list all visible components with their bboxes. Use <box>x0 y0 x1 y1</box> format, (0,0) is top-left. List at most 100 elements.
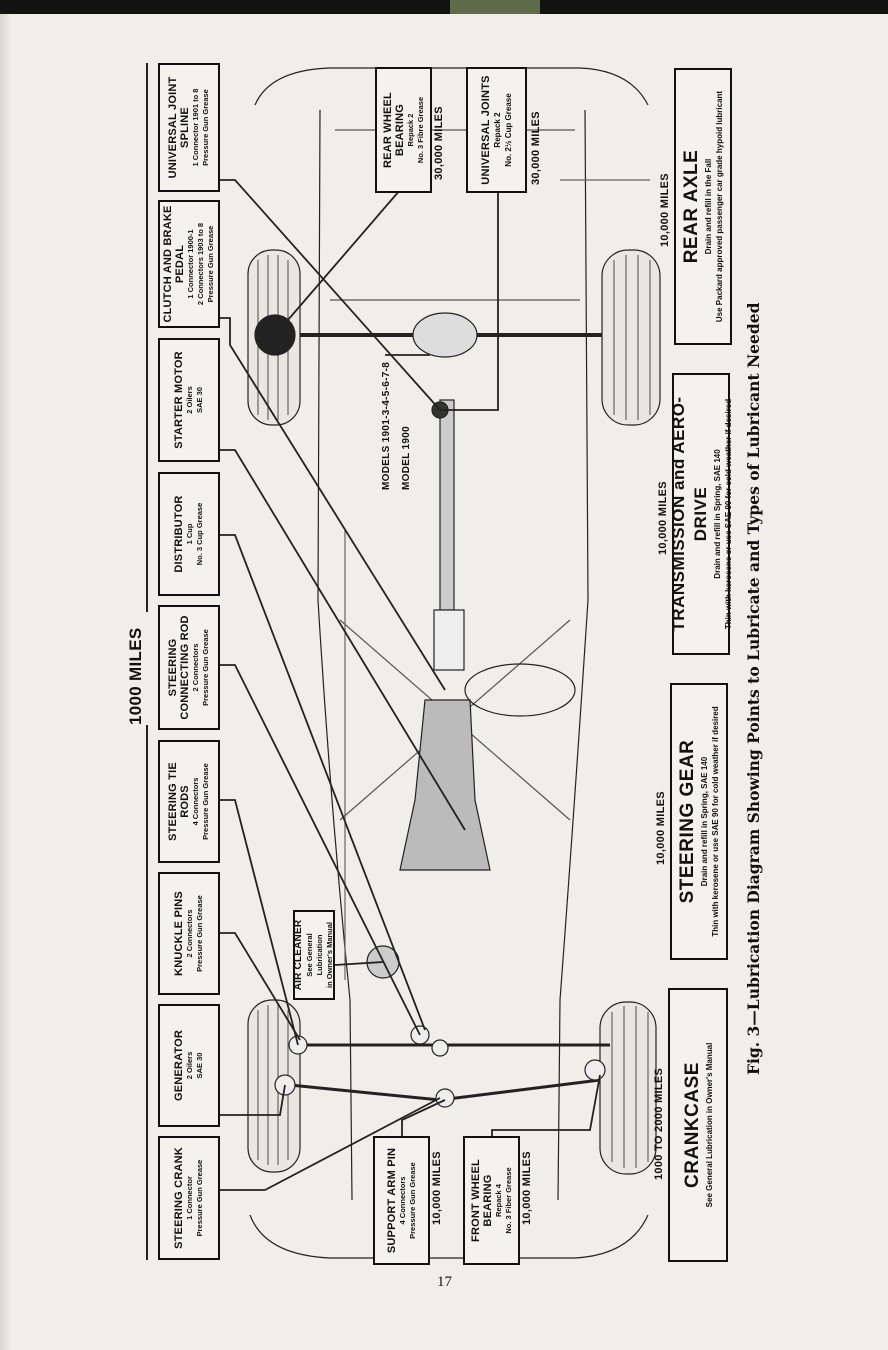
callout-title: DISTRIBUTOR <box>173 495 185 573</box>
callout-title: FRONT WHEEL BEARING <box>469 1159 494 1242</box>
models-label-a: MODELS 1901-3-4-5-6-7-8 <box>381 361 392 490</box>
callout-line: Pressure Gun Grease <box>201 763 210 840</box>
callout-line: See General Lubrication in Owner's Manua… <box>704 1042 714 1208</box>
callout-line: 4 Connectors <box>191 777 200 826</box>
frame-cross <box>330 129 580 821</box>
callout-title: STARTER MOTOR <box>173 351 185 449</box>
callout-title: STEERING CONNECTING ROD <box>167 615 191 720</box>
callout-title: REAR WHEEL BEARING <box>381 92 406 168</box>
steering-wheel <box>464 663 576 717</box>
callout-line: Pressure Gun Grease <box>407 1162 417 1239</box>
callout-generator: GENERATOR 2 Oilers SAE 30 <box>158 1004 220 1127</box>
callout-title: TRANSMISSION and AERO-DRIVE <box>669 396 710 632</box>
front-bumper <box>249 1214 649 1259</box>
frame-rail-left <box>317 109 353 1201</box>
callout-line: Pressure Gun Grease <box>201 89 210 166</box>
callout-line: Drain and refill in the Fall <box>704 158 713 255</box>
callout-line: Pressure Gun Grease <box>195 1159 204 1237</box>
callout-line: Drain and refill in Spring, SAE 140 <box>700 756 709 887</box>
support-arm-pin-miles: 10,000 MILES <box>431 1151 443 1225</box>
callout-universal-joint-spline: UNIVERSAL JOINT SPLINE 1 Connector 1901 … <box>158 63 220 192</box>
callout-title: STEERING TIE RODS <box>167 762 191 841</box>
callout-line: Thin with kerosene or use SAE 90 for col… <box>724 398 733 630</box>
scan-top-edge <box>0 0 888 14</box>
callout-support-arm-pin: SUPPORT ARM PIN 4 Connectors Pressure Gu… <box>373 1136 430 1265</box>
callout-starter-motor: STARTER MOTOR 2 Oilers SAE 30 <box>158 338 220 462</box>
callout-title: UNIVERSAL JOINTS <box>479 75 492 185</box>
leader-lines <box>220 179 601 1191</box>
figure-caption: Fig. 3—Lubrication Diagram Showing Point… <box>744 302 763 1075</box>
frame-rail-right <box>557 109 589 1201</box>
callout-title: CRANKCASE <box>681 1062 703 1188</box>
callout-steering-gear: STEERING GEAR Drain and refill in Spring… <box>670 683 728 960</box>
callout-line: SAE 30 <box>195 387 204 413</box>
callout-line: 2 Connectors 1903 to 8 <box>196 222 205 306</box>
callout-line: No. 3 Fibre Grease <box>415 96 425 164</box>
callout-rear-axle: REAR AXLE Drain and refill in the Fall U… <box>674 68 732 345</box>
rear-bumper <box>254 67 649 106</box>
differential <box>412 312 478 358</box>
callout-clutch-brake-pedal: CLUTCH AND BRAKE PEDAL 1 Connector 1900-… <box>158 200 220 328</box>
callout-steering-tie-rods: STEERING TIE RODS 4 Connectors Pressure … <box>158 740 220 863</box>
callout-title: AIR CLEANER <box>293 919 304 991</box>
callout-transmission-aero-drive: TRANSMISSION and AERO-DRIVE Drain and re… <box>669 373 733 655</box>
callout-title: SUPPORT ARM PIN <box>385 1147 398 1254</box>
callout-title: GENERATOR <box>173 1029 185 1102</box>
page-gutter <box>0 14 12 1350</box>
universal-joints-miles: 30,000 MILES <box>530 111 542 185</box>
callout-line: No. 3 Cup Grease <box>195 502 204 566</box>
callout-line: 2 Connectors <box>185 909 194 958</box>
callout-line: Pressure Gun Grease <box>195 895 204 972</box>
callout-line: 2 Oilers <box>185 386 194 414</box>
callout-line: in Owner's Manual <box>325 922 334 988</box>
exhaust <box>344 179 650 980</box>
callout-title: CLUTCH AND BRAKE PEDAL <box>162 205 186 323</box>
callout-title: STEERING CRANK <box>173 1147 185 1249</box>
scan-tint <box>450 0 540 14</box>
rear-axle-miles: 10,000 MILES <box>659 173 671 247</box>
callout-distributor: DISTRIBUTOR 1 Cup No. 3 Cup Grease <box>158 472 220 596</box>
callout-line: 2 Connectors <box>191 643 200 692</box>
callout-line: Repack 2 <box>405 113 415 147</box>
callout-steering-crank: STEERING CRANK 1 Connector Pressure Gun … <box>158 1136 220 1260</box>
callout-line: Repack 2 <box>492 112 502 148</box>
callout-air-cleaner: AIR CLEANER See General Lubrication in O… <box>293 910 335 1000</box>
callout-universal-joints: UNIVERSAL JOINTS Repack 2 No. 2½ Cup Gre… <box>466 67 527 193</box>
callout-knuckle-pins: KNUCKLE PINS 2 Connectors Pressure Gun G… <box>158 872 220 995</box>
callout-line: See General Lubrication <box>305 933 324 977</box>
callout-title: KNUCKLE PINS <box>173 891 185 976</box>
rear-wheel-bearing-miles: 30,000 MILES <box>433 106 445 180</box>
callout-line: No. 3 Fiber Grease <box>503 1167 513 1234</box>
models-label-b: MODEL 1900 <box>401 426 412 490</box>
crankcase-miles: 1000 TO 2000 MILES <box>653 1067 665 1180</box>
callout-front-wheel-bearing: FRONT WHEEL BEARING Repack 4 No. 3 Fiber… <box>463 1136 520 1265</box>
callout-line: SAE 30 <box>195 1052 204 1079</box>
callout-line: No. 2½ Cup Grease <box>503 93 513 167</box>
callout-line: Thin with kerosene or use SAE 90 for col… <box>711 706 720 937</box>
front-wheel-bearing-miles: 10,000 MILES <box>521 1151 533 1225</box>
callout-line: 1 Cup <box>185 523 194 545</box>
wheel-front-left <box>247 999 301 1173</box>
callout-line: 4 Connectors <box>397 1176 407 1225</box>
callout-line: 2 Oilers <box>185 1051 194 1080</box>
callout-line: 1 Connector <box>185 1176 194 1220</box>
transmission <box>399 699 491 871</box>
torque-tube <box>433 609 465 671</box>
callout-title: REAR AXLE <box>681 149 702 264</box>
callout-steering-connecting-rod: STEERING CONNECTING ROD 2 Connectors Pre… <box>158 605 220 730</box>
rotated-diagram-labels: 1000 MILES UNIVERSAL JOINT SPLINE 1 Conn… <box>120 45 880 1285</box>
callout-title: UNIVERSAL JOINT SPLINE <box>167 76 191 179</box>
callout-crankcase: CRANKCASE See General Lubrication in Own… <box>668 988 728 1262</box>
steering-gear-miles: 10,000 MILES <box>655 791 667 865</box>
callout-line: Pressure Gun Grease <box>201 629 210 706</box>
page-number: 17 <box>437 1274 452 1290</box>
1000-miles-heading: 1000 MILES <box>126 627 145 726</box>
wheel-front-right <box>599 1001 657 1175</box>
callout-line: Use Packard approved passenger car grade… <box>715 90 724 323</box>
callout-rear-wheel-bearing: REAR WHEEL BEARING Repack 2 No. 3 Fibre … <box>375 67 432 193</box>
callout-line: 1 Connector 1901 to 8 <box>191 88 200 167</box>
callout-line: Repack 4 <box>493 1184 503 1217</box>
callout-line: 1 Connector 1900-1 <box>186 229 195 299</box>
wheel-rear-right <box>601 249 661 426</box>
